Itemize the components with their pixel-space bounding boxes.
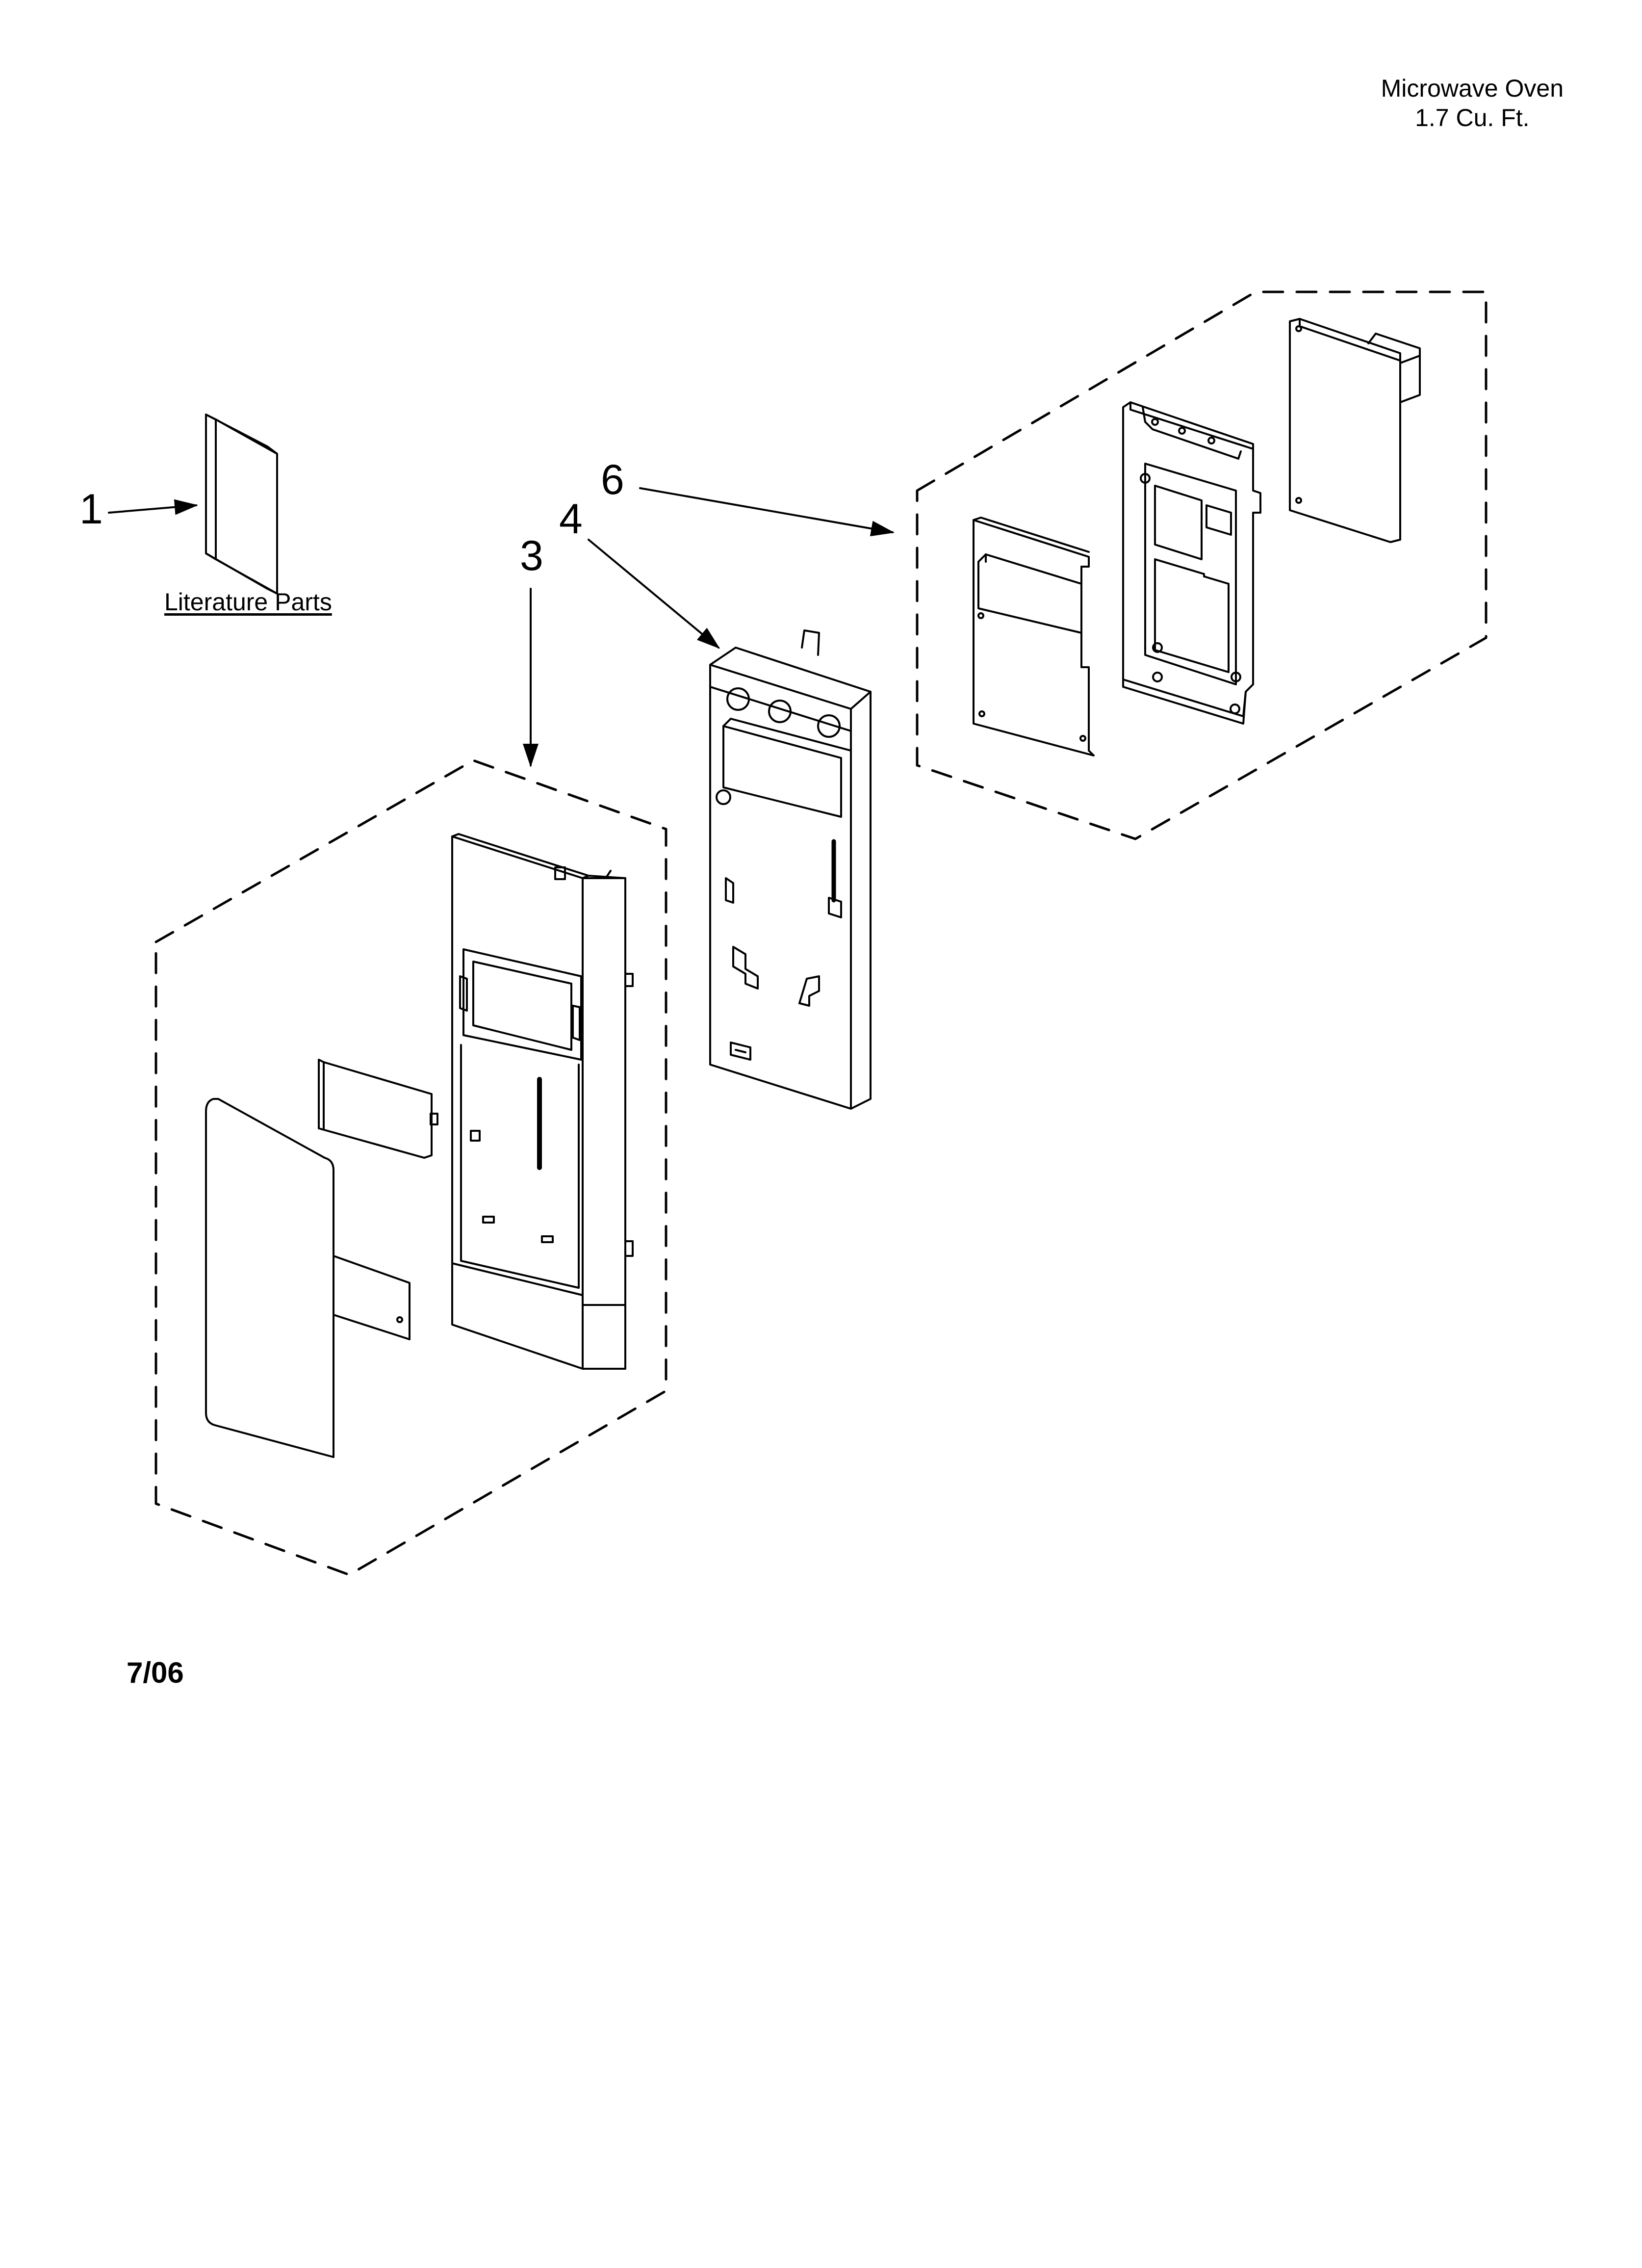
diagram-header: Microwave Oven 1.7 Cu. Ft. — [1381, 74, 1564, 132]
leader-arrow-4 — [588, 539, 720, 649]
callout-1: 1 — [79, 486, 103, 533]
leader-arrow-1 — [108, 499, 198, 515]
control-circuit-board — [973, 517, 1095, 756]
literature-parts-label: Literature Parts — [164, 588, 332, 616]
callout-3: 3 — [520, 532, 543, 579]
leader-arrow-6 — [639, 487, 895, 537]
callout-4: 4 — [559, 495, 583, 543]
control-panel-frame — [709, 629, 872, 1110]
dashed-group-part-6 — [916, 290, 1488, 840]
product-capacity: 1.7 Cu. Ft. — [1415, 104, 1530, 131]
literature-booklet — [205, 414, 278, 595]
control-panel-assembly — [451, 833, 634, 1370]
keypad-housing — [1122, 401, 1261, 725]
window-plate — [205, 1098, 334, 1458]
door-bracket — [318, 1059, 438, 1159]
sensor-board — [1289, 318, 1421, 543]
lower-backing-plate — [333, 1255, 410, 1340]
product-name: Microwave Oven — [1381, 75, 1564, 102]
date-code: 7/06 — [127, 1656, 184, 1689]
dashed-group-part-3 — [154, 759, 667, 1576]
callout-6: 6 — [601, 456, 624, 503]
